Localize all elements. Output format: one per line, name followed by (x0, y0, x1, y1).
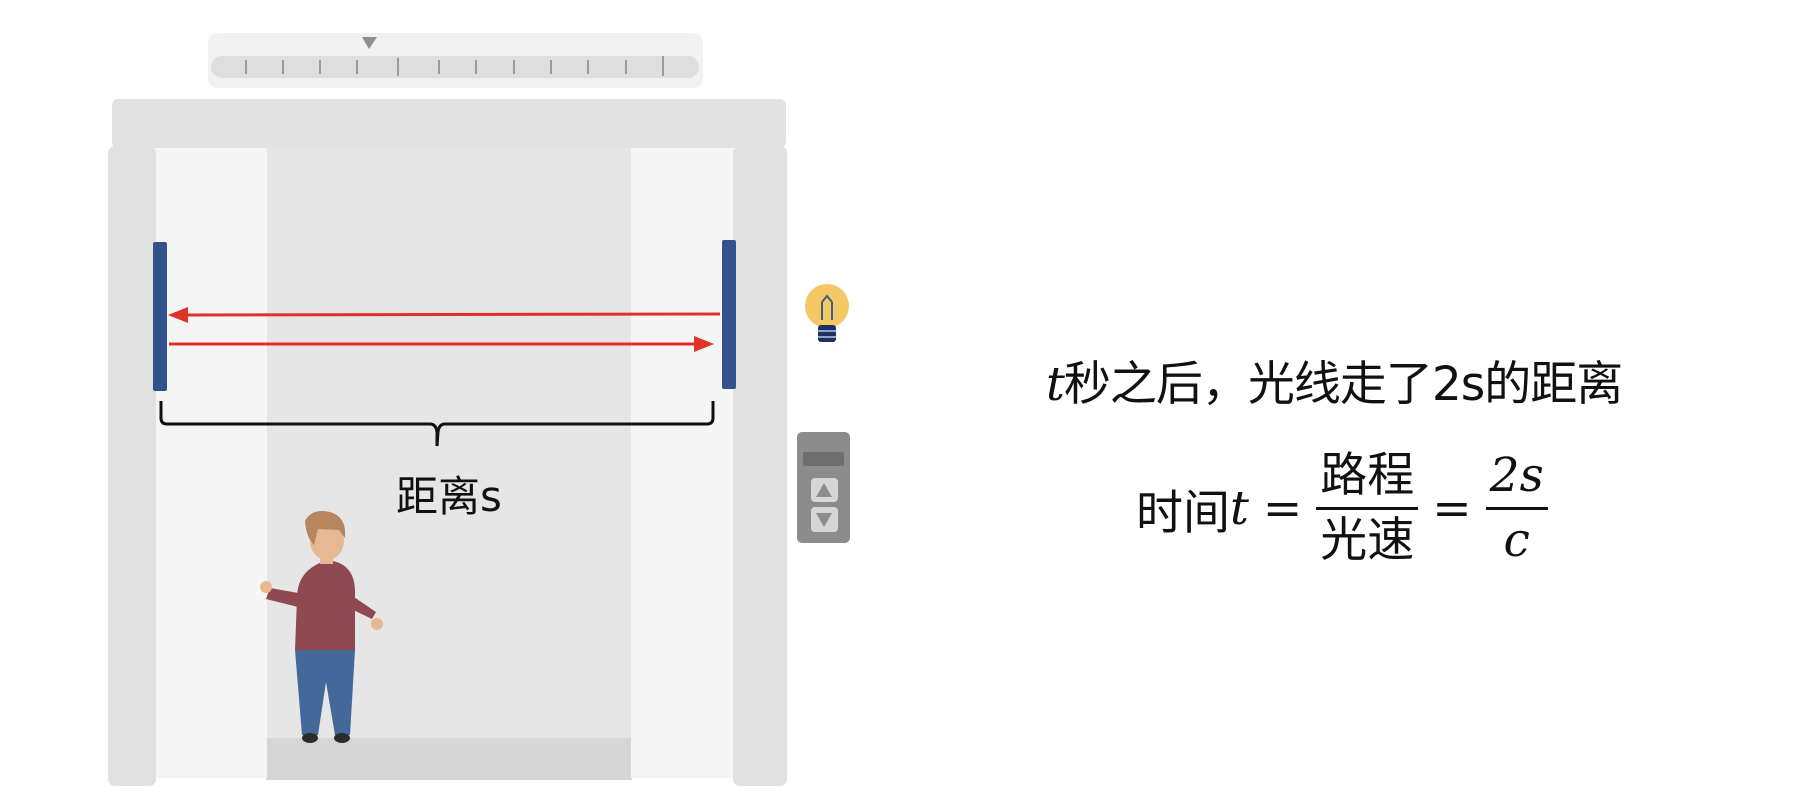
light-ray-forward (169, 336, 714, 352)
floor-pointer (362, 37, 377, 49)
fraction-numerator-2s: 2s (1489, 448, 1544, 503)
elevator-down-button[interactable] (811, 507, 838, 532)
fraction-denominator-speed: 光速 (1320, 513, 1415, 568)
floor-indicator (208, 33, 703, 88)
left-door-panel (155, 148, 267, 778)
person-head (310, 522, 344, 560)
light-bulb-icon (805, 284, 849, 342)
distance-over-speed-fraction: 路程 光速 (1316, 445, 1419, 572)
fraction-bar (1316, 507, 1419, 510)
panel-display (803, 452, 844, 466)
left-mirror (153, 242, 167, 391)
distance-label: 距离s (396, 472, 502, 521)
person-figure (260, 511, 383, 743)
person-hair (305, 511, 346, 545)
statement-time-variable: t (1046, 357, 1065, 412)
fraction-denominator-c: c (1503, 513, 1530, 568)
right-door-panel (631, 148, 734, 778)
distance-brace (159, 401, 715, 447)
right-mirror (722, 240, 736, 389)
elevator-up-arrow-icon (816, 483, 832, 497)
elevator-up-button[interactable] (811, 478, 838, 502)
formula-lhs-variable: t (1230, 481, 1249, 536)
fraction-numerator-distance: 路程 (1320, 448, 1415, 503)
elevator-call-panel (797, 432, 850, 543)
two-s-over-c-fraction: 2s c (1485, 445, 1548, 572)
fraction-bar (1485, 507, 1548, 510)
formula-equals-2: = (1432, 481, 1472, 536)
person-pants (295, 650, 355, 735)
formula-equals-1: = (1262, 481, 1303, 536)
person-shirt (295, 561, 355, 650)
left-frame-pillar (108, 146, 156, 786)
elevator-body (108, 146, 787, 786)
formula-lhs-text: 时间 (1136, 486, 1230, 541)
light-ray-back (168, 307, 721, 323)
right-frame-pillar (733, 146, 787, 786)
light-travel-statement: t秒之后，光线走了2s的距离 (1046, 345, 1623, 414)
elevator-floor (266, 738, 632, 780)
statement-text: 秒之后，光线走了2s的距离 (1063, 357, 1623, 412)
elevator-header (112, 99, 786, 148)
elevator-down-arrow-icon (816, 513, 832, 527)
